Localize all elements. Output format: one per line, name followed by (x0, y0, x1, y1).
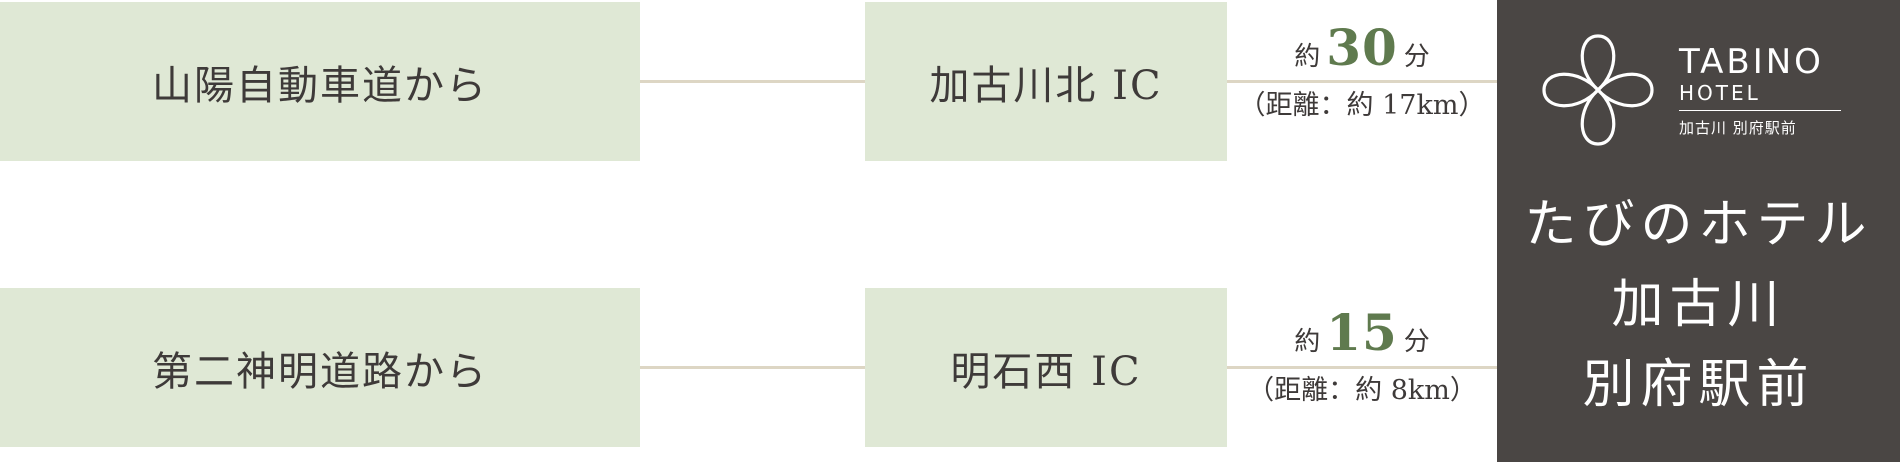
time-prefix: 約 (1294, 327, 1321, 357)
route-interchange-label: 加古川北 IC (929, 62, 1163, 109)
travel-time: 約 30 分 (1227, 18, 1497, 77)
logo-divider (1679, 110, 1841, 111)
route-interchange-akashinishi: 明石西 IC (865, 288, 1227, 447)
hotel-name-line1: たびのホテル (1524, 195, 1873, 255)
route-connector-line (1227, 366, 1497, 369)
route-origin-label: 第二神明道路から (152, 348, 488, 395)
route-connector-line (1227, 80, 1497, 83)
logo-location: 加古川 別府駅前 (1679, 119, 1797, 137)
route-travel-info: 約 30 分 （距離：約 17km） (1227, 18, 1497, 122)
route-interchange-label: 明石西 IC (950, 348, 1142, 395)
hotel-logo-wordmark: TABINO HOTEL 加古川 別府駅前 (1679, 44, 1844, 138)
route-origin-label: 山陽自動車道から (152, 62, 488, 109)
time-value: 15 (1326, 303, 1398, 362)
travel-distance: （距離：約 17km） (1238, 90, 1486, 121)
time-unit: 分 (1403, 327, 1430, 357)
hotel-name-line2: 加古川 (1611, 275, 1786, 335)
route-interchange-kakogawakita: 加古川北 IC (865, 2, 1227, 161)
travel-time: 約 15 分 (1227, 303, 1497, 362)
route-origin-sanyo: 山陽自動車道から (0, 2, 640, 161)
travel-distance: （距離：約 8km） (1247, 375, 1477, 406)
time-value: 30 (1326, 18, 1398, 77)
hotel-name-line3: 別府駅前 (1582, 355, 1815, 415)
logo-brand: TABINO (1679, 42, 1824, 82)
logo-sub: HOTEL (1679, 81, 1761, 105)
route-origin-daini-shinmei: 第二神明道路から (0, 288, 640, 447)
route-connector-line (640, 80, 865, 83)
time-unit: 分 (1403, 42, 1430, 72)
hotel-destination-panel: TABINO HOTEL 加古川 別府駅前 たびのホテル 加古川 別府駅前 (1497, 0, 1900, 462)
quatrefoil-loop-logo-icon (1542, 34, 1654, 146)
time-prefix: 約 (1294, 42, 1321, 72)
route-connector-line (640, 366, 865, 369)
route-travel-info: 約 15 分 （距離：約 8km） (1227, 303, 1497, 407)
